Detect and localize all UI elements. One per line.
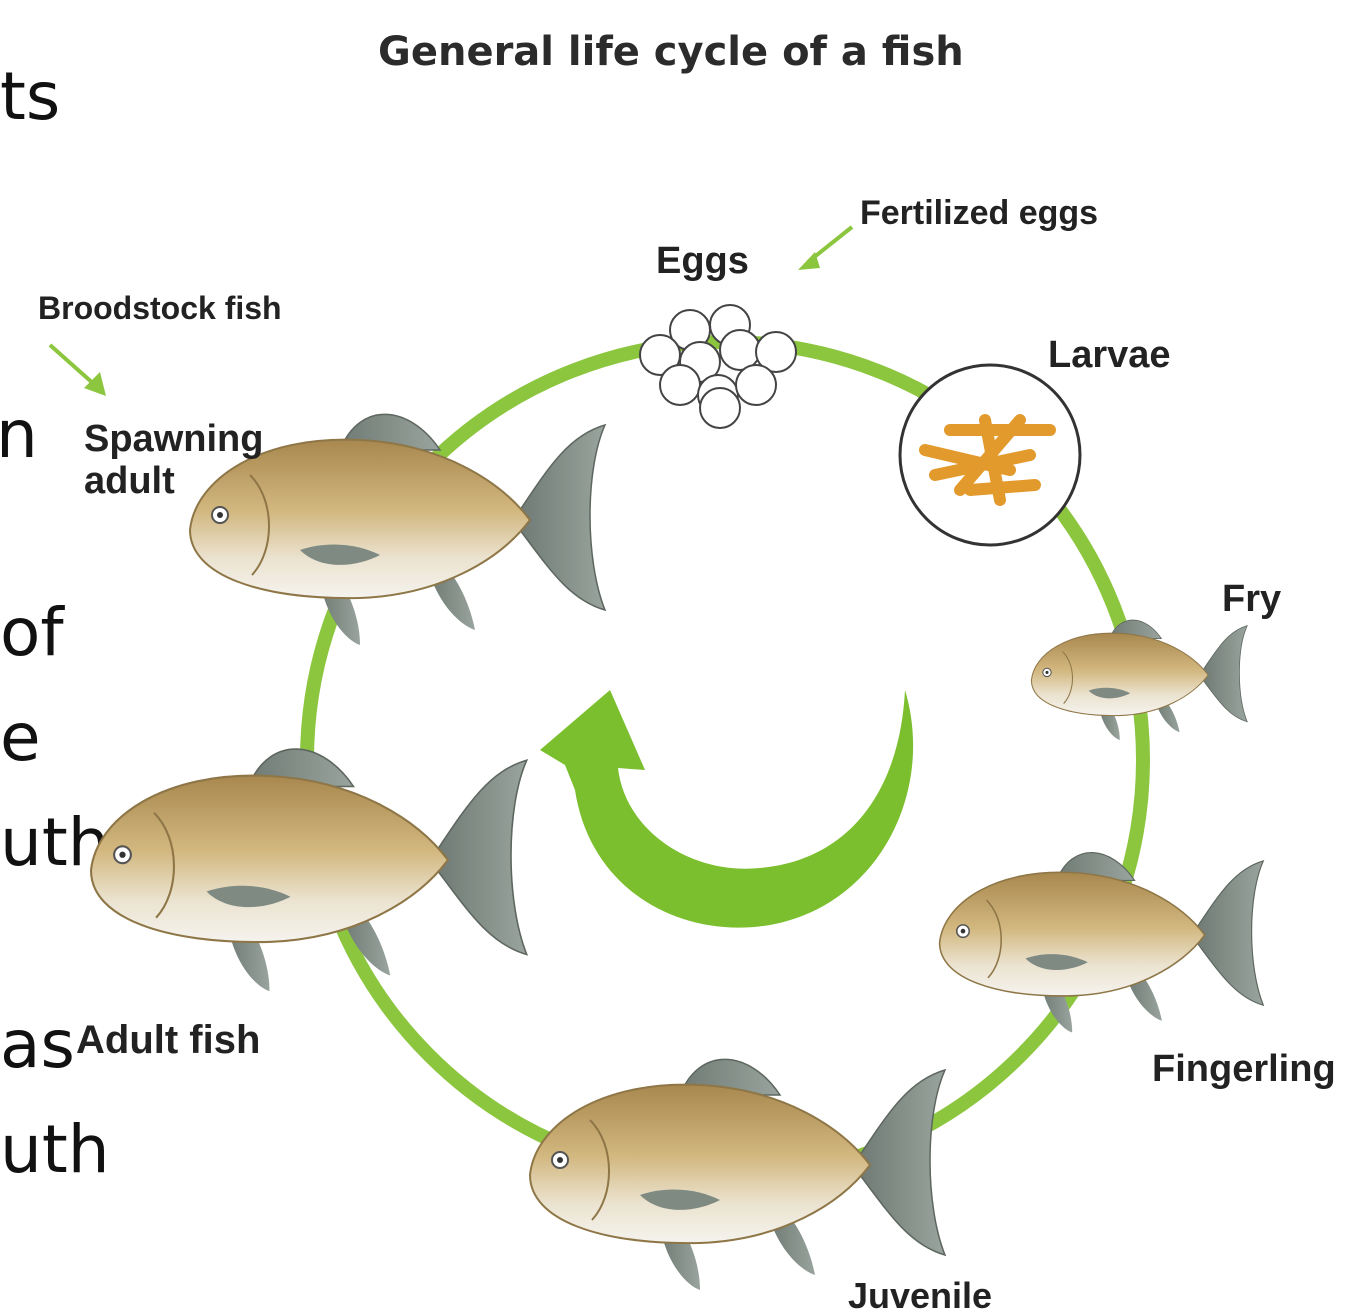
label-fingerling: Fingerling [1152, 1050, 1336, 1088]
label-juvenile: Juvenile [848, 1278, 992, 1314]
label-fertilized-eggs: Fertilized eggs [860, 196, 1098, 230]
diagram-title: General life cycle of a fish [378, 32, 964, 72]
adult-fish-image [91, 749, 527, 991]
broodstock-arrow-icon [50, 345, 106, 396]
fingerling-fish-image [940, 853, 1264, 1033]
label-broodstock-fish: Broodstock fish [38, 292, 282, 324]
label-eggs: Eggs [656, 242, 749, 280]
eggs-icon [640, 305, 796, 428]
label-larvae: Larvae [1048, 336, 1171, 374]
cycle-arrow-icon [540, 690, 913, 928]
label-spawning: Spawning [84, 420, 263, 458]
larvae-icon [900, 365, 1080, 545]
fertilized-eggs-arrow-icon [798, 227, 852, 270]
label-adult-fish: Adult fish [76, 1020, 260, 1060]
label-fry: Fry [1222, 580, 1281, 618]
juvenile-fish-image [530, 1059, 945, 1290]
label-spawning-adult: adult [84, 462, 175, 500]
